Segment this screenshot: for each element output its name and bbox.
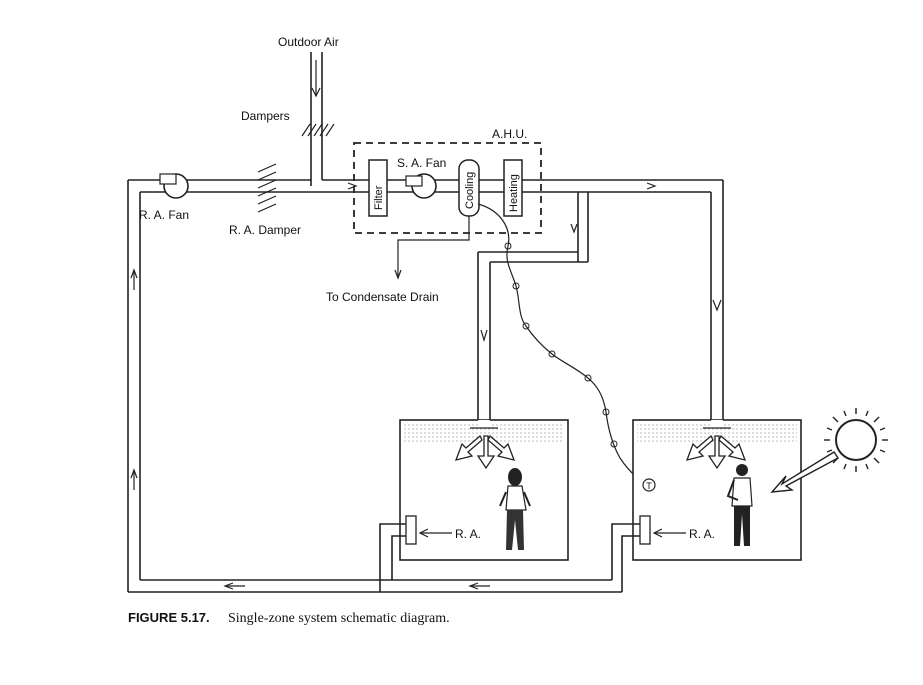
right-return-grille [611, 515, 686, 592]
man-figure-icon [726, 464, 753, 546]
figure-number: FIGURE 5.17. [128, 610, 210, 625]
ra-damper-icon [257, 163, 277, 213]
solar-gain-arrow [770, 451, 840, 493]
sun-icon [824, 408, 888, 472]
thermostat-wire [477, 203, 647, 485]
filter-box [368, 159, 388, 217]
thermostat-label: T [646, 481, 652, 491]
figure-caption: Single-zone system schematic diagram. [228, 611, 450, 626]
outdoor-air-duct [310, 52, 323, 186]
filter-label: Filter [373, 185, 385, 210]
ra-fan-label: R. A. Fan [139, 208, 189, 222]
ra-left-label: R. A. [455, 527, 481, 541]
sa-fan-label: S. A. Fan [397, 156, 446, 170]
heating-coil [503, 159, 523, 217]
ahu-label: A.H.U. [492, 127, 527, 141]
outdoor-air-label: Outdoor Air [278, 35, 339, 49]
left-diffuser-arrows [454, 434, 516, 470]
dampers-label: Dampers [241, 109, 290, 123]
ra-fan-icon [159, 173, 189, 199]
condensate-drain-line [394, 216, 470, 280]
thermostat-icon: T [642, 478, 656, 492]
wire-coils [504, 242, 618, 448]
flow-arrows [130, 182, 722, 590]
sa-fan-icon [405, 173, 437, 199]
ra-right-label: R. A. [689, 527, 715, 541]
cooling-label: Cooling [464, 172, 476, 209]
right-diffuser-arrows [685, 434, 747, 470]
ahu-box [353, 142, 542, 234]
condensate-label: To Condensate Drain [326, 290, 439, 304]
heating-label: Heating [508, 174, 520, 212]
woman-figure-icon [499, 468, 531, 550]
main-duct-loop [127, 179, 724, 593]
ra-damper-label: R. A. Damper [229, 223, 301, 237]
dampers-icon [301, 123, 335, 137]
left-return-grille [379, 515, 452, 592]
